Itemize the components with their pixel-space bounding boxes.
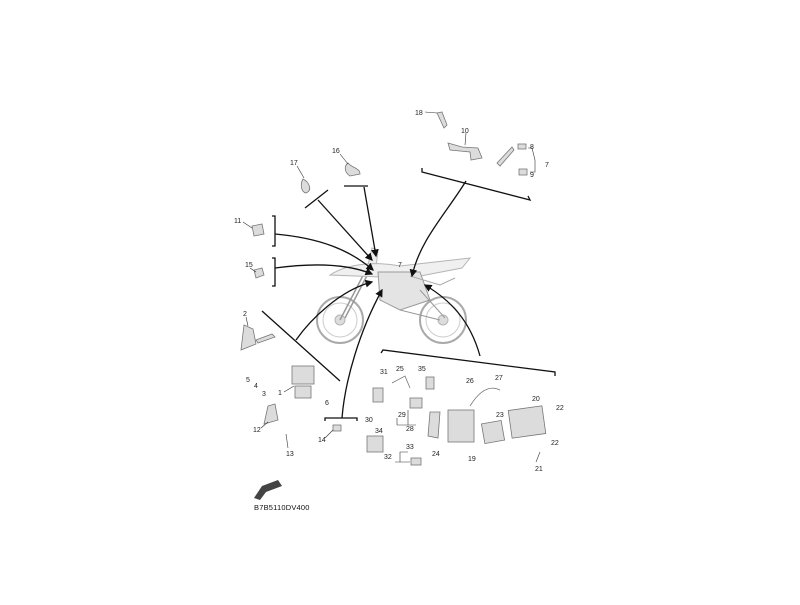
part-9 xyxy=(518,168,528,176)
part-label-11: 11 xyxy=(234,218,242,225)
part-12-bracket xyxy=(263,403,279,425)
part-label-8: 8 xyxy=(530,144,534,151)
front-arrow-logo xyxy=(254,480,282,500)
part-7-assy xyxy=(496,146,515,167)
parts xyxy=(240,111,547,466)
part-label-28: 28 xyxy=(406,426,414,433)
part-label-33: 33 xyxy=(406,444,414,451)
part-label-10: 10 xyxy=(461,128,469,135)
part-28 xyxy=(409,397,423,409)
part-label-21: 21 xyxy=(535,466,543,473)
part-label-9: 9 xyxy=(530,172,534,179)
part-14 xyxy=(332,424,342,432)
part-18-clamp xyxy=(436,111,448,129)
part-label-30: 30 xyxy=(365,417,373,424)
diagram-code: B7B5110DV400 xyxy=(254,503,310,512)
part-35 xyxy=(425,376,435,390)
part-1-unit xyxy=(291,365,315,385)
part-20-ecu xyxy=(507,405,547,439)
part-34 xyxy=(366,435,384,453)
part-label-17: 17 xyxy=(290,160,298,167)
part-label-24: 24 xyxy=(432,451,440,458)
part-label-31: 31 xyxy=(380,369,388,376)
part-label-7b: 7 xyxy=(545,162,549,169)
part-33 xyxy=(410,457,422,466)
part-15 xyxy=(253,267,265,279)
part-label-7: 7 xyxy=(398,262,402,269)
part-label-27: 27 xyxy=(495,375,503,382)
leader-lines xyxy=(261,168,556,421)
part-label-1: 1 xyxy=(278,390,282,397)
part-label-22: 22 xyxy=(556,405,564,412)
part-25-wire xyxy=(391,375,411,389)
part-label-6: 6 xyxy=(325,400,329,407)
part-label-4: 4 xyxy=(254,383,258,390)
part-label-18: 18 xyxy=(415,110,423,117)
part-8 xyxy=(517,143,527,150)
part-label-29: 29 xyxy=(398,412,406,419)
part-23-pad xyxy=(480,419,506,445)
part-24-cover xyxy=(427,411,441,439)
part-label-26: 26 xyxy=(466,378,474,385)
part-label-13: 13 xyxy=(286,451,294,458)
part-label-25: 25 xyxy=(396,366,404,373)
part-11 xyxy=(251,223,265,237)
part-label-5: 5 xyxy=(246,377,250,384)
part-label-2: 2 xyxy=(243,311,247,318)
part-label-20: 20 xyxy=(532,396,540,403)
part-2-bracket xyxy=(240,324,257,351)
part-label-34: 34 xyxy=(375,428,383,435)
part-label-19: 19 xyxy=(468,456,476,463)
part-label-12: 12 xyxy=(253,427,261,434)
motorcycle-illustration xyxy=(316,247,472,344)
part-label-23: 23 xyxy=(496,412,504,419)
part-10-hose xyxy=(447,142,483,161)
part-label-14: 14 xyxy=(318,437,326,444)
part-30 xyxy=(372,387,384,403)
label-leaders xyxy=(242,111,541,463)
part-label-15: 15 xyxy=(245,262,253,269)
part-label-3: 3 xyxy=(262,391,266,398)
part-26-wire xyxy=(469,387,501,407)
part-label-35: 35 xyxy=(418,366,426,373)
part-16-clamp xyxy=(344,162,361,177)
part-label-16: 16 xyxy=(332,148,340,155)
part-17-clamp xyxy=(300,178,311,194)
part-19-box xyxy=(447,409,475,443)
part-label-22b: 22 xyxy=(551,440,559,447)
part-label-32: 32 xyxy=(384,454,392,461)
